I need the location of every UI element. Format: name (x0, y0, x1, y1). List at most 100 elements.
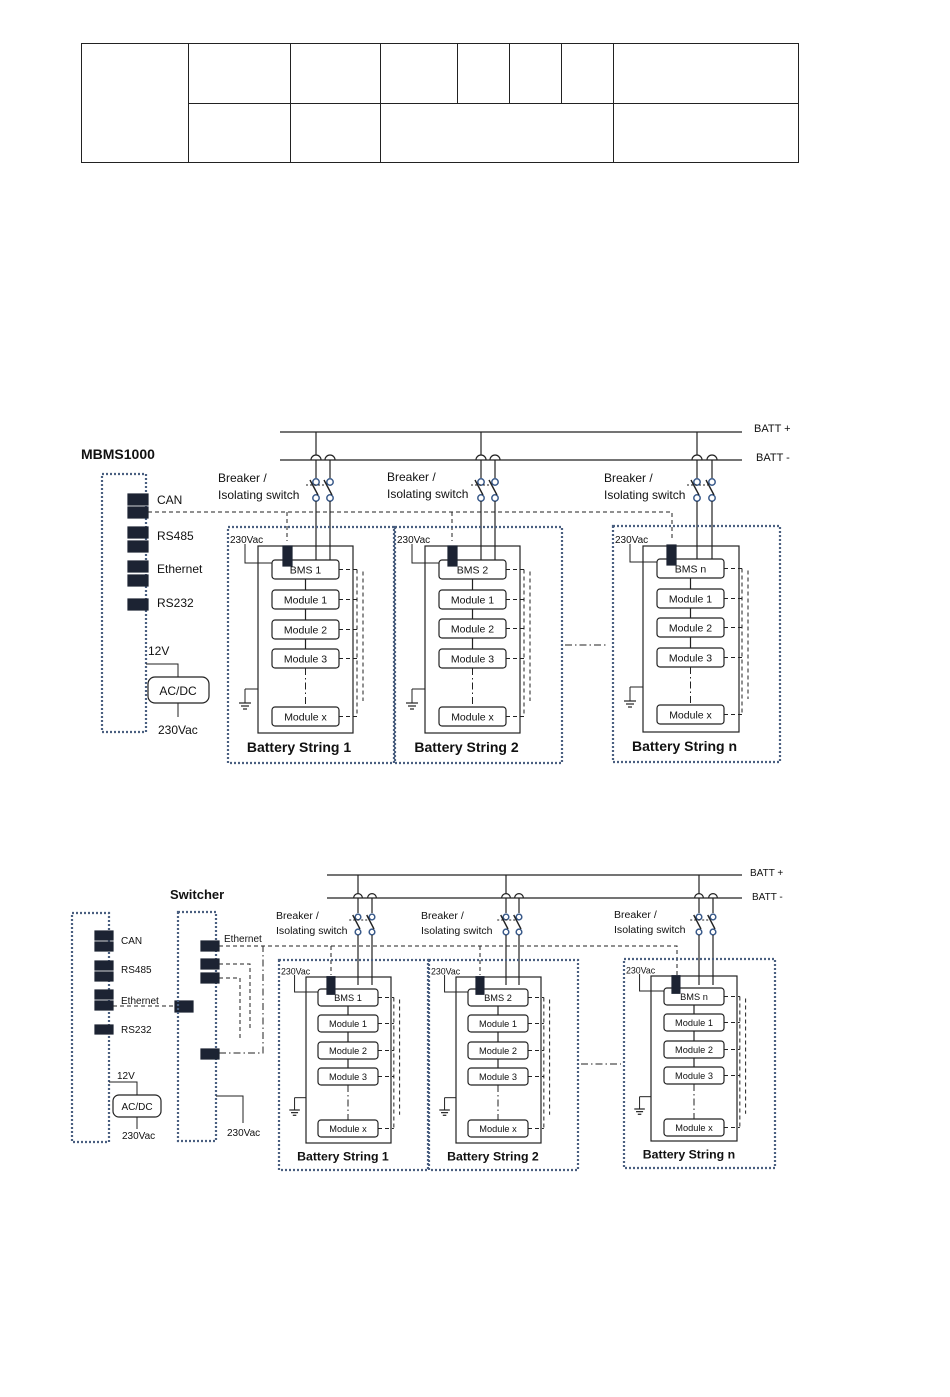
battery-rack (257, 545, 354, 734)
switcher-port (200, 1048, 220, 1060)
module-label: Module x (479, 1124, 517, 1134)
mbms-port (127, 493, 149, 506)
module-label: Module x (675, 1123, 713, 1133)
bms-label: BMS 2 (484, 993, 512, 1003)
switch-contact (695, 913, 703, 921)
module-label: Module 3 (284, 654, 327, 666)
module-label: Module x (669, 710, 712, 722)
table-cell (380, 103, 614, 163)
psu-output-label: 12V (148, 644, 169, 658)
battery-string-enclosure (611, 524, 782, 764)
switch-contact (491, 478, 499, 486)
switch-blade (323, 479, 333, 496)
module-label: Module x (284, 712, 327, 724)
ethernet-line (219, 977, 241, 1040)
switcher-port-label: Ethernet (224, 934, 262, 945)
ac-supply-wire (411, 544, 439, 564)
switcher-input-label: 230Vac (227, 1128, 260, 1139)
bms-comm-port (475, 976, 485, 995)
psu-output-label: 12V (117, 1071, 135, 1082)
breaker-label: Isolating switch (604, 488, 685, 502)
switch-contact (515, 913, 523, 921)
module-label: Module 1 (479, 1019, 517, 1029)
switcher-port (200, 940, 220, 952)
breaker-label: Breaker / (421, 910, 464, 922)
ac-supply-label: 230Vac (431, 966, 461, 976)
ethernet-line (219, 963, 251, 1030)
psu-input-label: 230Vac (122, 1131, 155, 1142)
ac-supply-label: 230Vac (626, 965, 656, 975)
switch-contact (312, 478, 320, 486)
controller-port (94, 960, 114, 971)
switch-blade (690, 479, 700, 496)
bus-crossover (475, 454, 487, 461)
table-cell (81, 43, 189, 163)
batt-negative-label: BATT - (756, 452, 790, 464)
bms-label: BMS n (680, 992, 708, 1002)
switch-contact (709, 913, 717, 921)
ethernet-line (219, 946, 264, 1054)
bus-crossover (691, 454, 703, 461)
battery-string-enclosure (427, 958, 580, 1172)
bms-comm-port (666, 544, 677, 566)
switch-contact (515, 928, 523, 936)
table-cell (561, 43, 614, 104)
ac-supply-label: 230Vac (281, 966, 311, 976)
module-label: Module 1 (669, 594, 712, 606)
switch-contact (312, 494, 320, 502)
table-cell (613, 103, 799, 163)
breaker-label: Isolating switch (218, 488, 299, 502)
table-cell (613, 43, 799, 104)
switch-contact (693, 478, 701, 486)
table-cell (290, 43, 381, 104)
module-label: Module 2 (329, 1046, 367, 1056)
module-label: Module 1 (284, 595, 327, 607)
bus-crossover (694, 893, 704, 899)
breaker-label: Breaker / (218, 471, 267, 485)
controller-enclosure (70, 911, 111, 1144)
breaker-label: Breaker / (614, 909, 657, 921)
battery-string-title: Battery String 1 (247, 739, 351, 755)
switch-contact (368, 928, 376, 936)
breaker-label: Breaker / (276, 910, 319, 922)
switch-contact (326, 494, 334, 502)
battery-string-title: Battery String 2 (447, 1149, 539, 1163)
bus-crossover (367, 893, 377, 899)
switcher-title: Switcher (170, 887, 224, 902)
module-label: Module 3 (669, 653, 712, 665)
breaker-label: Isolating switch (421, 925, 493, 937)
breaker-label: Isolating switch (387, 487, 468, 501)
bus-crossover (501, 893, 511, 899)
ac-supply-wire (244, 544, 272, 564)
batt-positive-label: BATT + (754, 423, 791, 435)
switch-contact (695, 928, 703, 936)
module-label: Module 2 (675, 1045, 713, 1055)
switch-contact (502, 928, 510, 936)
switcher-uplink-port (174, 1000, 194, 1013)
battery-string-title: Battery String n (643, 1147, 735, 1161)
battery-string-enclosure (393, 525, 564, 765)
module-label: Module 1 (675, 1018, 713, 1028)
ac-supply-wire (629, 544, 657, 563)
switch-contact (354, 928, 362, 936)
ethernet-line (219, 945, 678, 975)
mbms-port-label: RS485 (157, 529, 194, 543)
controller-port (94, 989, 114, 1000)
table-cell (290, 103, 381, 163)
switch-contact (326, 478, 334, 486)
switch-blade (352, 914, 361, 930)
switch-blade (705, 479, 715, 496)
breaker-label: Isolating switch (276, 925, 348, 937)
ac-supply-wire (294, 975, 318, 993)
module-label: Module x (451, 712, 494, 724)
controller-port (94, 1000, 114, 1011)
switcher-enclosure (176, 910, 218, 1143)
switch-blade (513, 914, 522, 930)
controller-port (94, 971, 114, 982)
psu-input-label: 230Vac (158, 723, 198, 737)
batt-positive-label: BATT + (750, 868, 783, 879)
bus-crossover (324, 454, 336, 461)
bus-crossover (708, 893, 718, 899)
ac-supply-label: 230Vac (615, 535, 648, 546)
